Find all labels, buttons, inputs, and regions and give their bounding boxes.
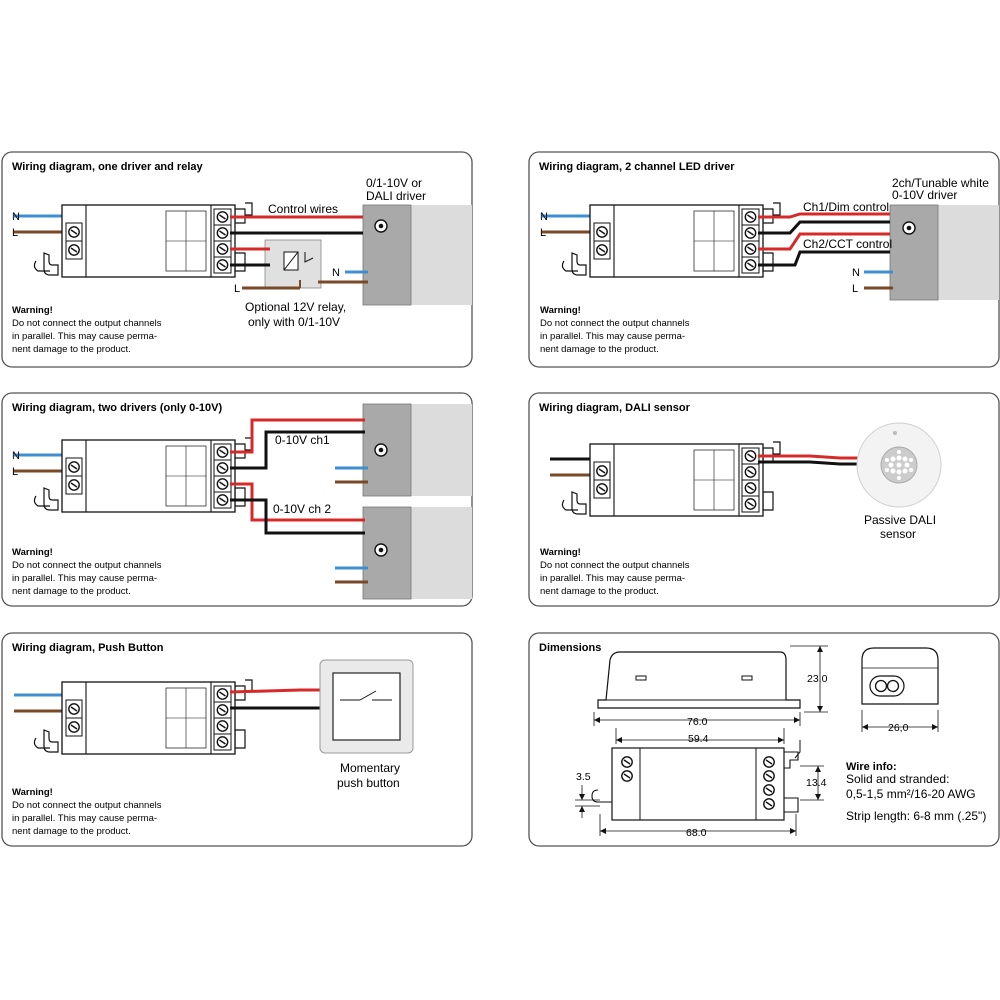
warning-title: Warning! <box>540 547 581 558</box>
l-label: L <box>234 283 240 295</box>
l-label: L <box>12 466 18 478</box>
warning-text: in parallel. This may cause perma- <box>12 331 157 342</box>
button-caption: push button <box>337 776 400 790</box>
warning-text: in parallel. This may cause perma- <box>12 813 157 824</box>
n-label: N <box>12 450 20 462</box>
panel-push-button: Wiring diagram, Push Button Momentary pu… <box>1 632 473 847</box>
n-label: N <box>332 267 340 279</box>
ch2-wire-black <box>758 250 890 267</box>
dali-wire-red <box>758 454 862 460</box>
panel-title: Wiring diagram, one driver and relay <box>12 161 204 173</box>
warning-text: nent damage to the product. <box>540 586 659 597</box>
ch2-wire-red <box>758 232 890 251</box>
panel-title: Wiring diagram, 2 channel LED driver <box>539 161 735 173</box>
dim-68: 68.0 <box>686 827 707 839</box>
dim-length-594: 59.4 <box>688 733 709 745</box>
warning-text: in parallel. This may cause perma- <box>540 331 685 342</box>
panel-2ch-driver: Wiring diagram, 2 channel LED driver 2ch… <box>528 151 1000 368</box>
warning-text: nent damage to the product. <box>12 586 131 597</box>
panel-two-drivers: Wiring diagram, two drivers (only 0-10V)… <box>1 392 473 607</box>
warning-text: Do not connect the output channels <box>12 318 162 329</box>
panel-dali-sensor: Wiring diagram, DALI sensor Passive DALI… <box>528 392 1000 607</box>
led-driver-end <box>362 204 412 306</box>
ch1-label: Ch1/Dim control <box>803 200 889 214</box>
side-view-outline <box>597 651 801 709</box>
button-caption: Momentary <box>340 761 400 775</box>
relay-caption: only with 0/1-10V <box>248 315 340 329</box>
panel-title: Dimensions <box>539 642 601 654</box>
n-label: N <box>12 211 20 223</box>
ch1-wire-black <box>758 220 890 235</box>
control-wires-label: Control wires <box>268 202 338 216</box>
ch2-wire-red <box>230 482 365 522</box>
dim-length-76: 76.0 <box>687 716 708 728</box>
ch1-label: 0-10V ch1 <box>275 433 330 447</box>
driver-label: 0/1-10V or <box>366 176 422 190</box>
dim-width-26: 26,0 <box>888 722 909 734</box>
l-label: L <box>12 227 18 239</box>
ch2-wire-black <box>230 498 365 535</box>
warning-text: in parallel. This may cause perma- <box>540 573 685 584</box>
relay-caption: Optional 12V relay, <box>245 300 346 314</box>
warning-text: nent damage to the product. <box>540 344 659 355</box>
ch1-wire-black <box>230 430 365 470</box>
casambi-unit <box>562 442 780 516</box>
warning-text: in parallel. This may cause perma- <box>12 573 157 584</box>
warning-text: Do not connect the output channels <box>540 318 690 329</box>
sensor-caption: Passive DALI <box>864 513 936 527</box>
warning-text: Do not connect the output channels <box>12 800 162 811</box>
strip-length-text: Strip length: 6-8 mm (.25") <box>846 809 986 823</box>
wire-info-text: Solid and stranded: <box>846 772 949 786</box>
n-label: N <box>540 211 548 223</box>
sensor-caption: sensor <box>880 527 916 541</box>
dali-wire-black <box>758 460 862 466</box>
ch1-wire-red <box>230 418 365 454</box>
ch1-wire-red <box>758 212 890 219</box>
casambi-unit <box>562 203 780 277</box>
panel-title: Wiring diagram, DALI sensor <box>539 402 691 414</box>
wire-info-title: Wire info: <box>846 761 897 773</box>
warning-text: Do not connect the output channels <box>12 560 162 571</box>
n-label: N <box>852 267 860 279</box>
warning-text: nent damage to the product. <box>12 826 131 837</box>
dim-height: 23.0 <box>807 673 828 685</box>
warning-title: Warning! <box>540 305 581 316</box>
warning-title: Warning! <box>12 547 53 558</box>
panel-title: Wiring diagram, Push Button <box>12 642 164 654</box>
panel-dimensions: Dimensions 23.0 76.0 59.4 <box>528 632 1000 847</box>
warning-title: Warning! <box>12 305 53 316</box>
driver-label: 0-10V driver <box>892 188 957 202</box>
l-label: L <box>540 227 546 239</box>
panel-one-driver-relay: Wiring diagram, one driver and relay 0/1… <box>1 151 473 368</box>
led-driver-end <box>889 204 939 301</box>
warning-text: Do not connect the output channels <box>540 560 690 571</box>
warning-title: Warning! <box>12 787 53 798</box>
casambi-unit <box>34 680 252 754</box>
top-view-outline <box>611 747 785 821</box>
dim-134: 13.4 <box>806 777 827 789</box>
driver-label: DALI driver <box>366 189 426 203</box>
l-label: L <box>852 283 858 295</box>
dim-35: 3.5 <box>576 771 591 783</box>
warning-text: nent damage to the product. <box>12 344 131 355</box>
driver-label: 2ch/Tunable white <box>892 176 989 190</box>
casambi-unit <box>34 203 252 277</box>
casambi-unit <box>34 438 252 512</box>
ch2-label: 0-10V ch 2 <box>273 502 331 516</box>
panel-title: Wiring diagram, two drivers (only 0-10V) <box>12 402 223 414</box>
relay-switch-icon <box>304 252 314 263</box>
end-view-outline <box>861 647 939 705</box>
wire-info-text: 0,5-1,5 mm²/16-20 AWG <box>846 787 976 801</box>
ch2-label: Ch2/CCT control <box>803 237 892 251</box>
